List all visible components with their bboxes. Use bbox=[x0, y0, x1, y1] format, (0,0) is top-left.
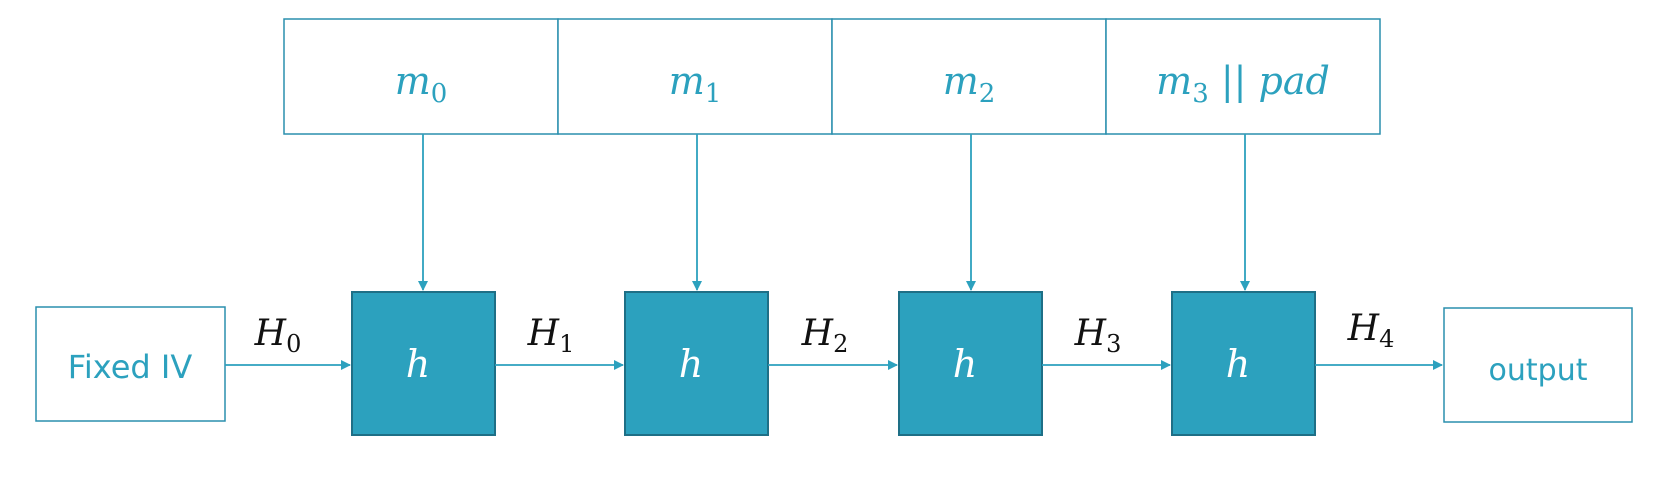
message-block-1-label: m1 bbox=[669, 59, 722, 109]
message-block-3 bbox=[1105, 18, 1381, 135]
message-block-2-label: m2 bbox=[943, 59, 996, 109]
fixed-iv-box: Fixed IV bbox=[35, 306, 226, 422]
output-rect bbox=[1443, 307, 1633, 423]
compression-label-0: h bbox=[406, 342, 430, 386]
compression-box-0 bbox=[351, 291, 496, 436]
chain-labels: H0 H1 H2 H3 H4 bbox=[254, 308, 1395, 358]
compression-label-3: h bbox=[1226, 342, 1250, 386]
message-block-2 bbox=[831, 18, 1107, 135]
message-blocks-row: m0 m1 m2 m3 || pad bbox=[283, 18, 1381, 135]
chain-label-0: H0 bbox=[254, 313, 302, 358]
message-block-1 bbox=[557, 18, 833, 135]
compression-box-2 bbox=[898, 291, 1043, 436]
chain-label-4: H4 bbox=[1347, 308, 1395, 353]
compression-label-2: h bbox=[953, 342, 977, 386]
message-block-0-label: m0 bbox=[395, 59, 448, 109]
output-label: output bbox=[1489, 353, 1588, 388]
chain-label-3: H3 bbox=[1074, 313, 1122, 358]
message-block-0 bbox=[283, 18, 559, 135]
chain-label-2: H2 bbox=[801, 313, 849, 358]
compression-functions: h h h h bbox=[351, 291, 1316, 436]
chain-label-1: H1 bbox=[527, 313, 575, 358]
message-arrows bbox=[418, 134, 1250, 291]
fixed-iv-label: Fixed IV bbox=[68, 348, 193, 386]
compression-box-3 bbox=[1171, 291, 1316, 436]
compression-box-1 bbox=[624, 291, 769, 436]
compression-label-1: h bbox=[679, 342, 703, 386]
output-box: output bbox=[1443, 307, 1633, 423]
message-block-3-label: m3 || pad bbox=[1156, 59, 1330, 109]
fixed-iv-rect bbox=[35, 306, 226, 422]
